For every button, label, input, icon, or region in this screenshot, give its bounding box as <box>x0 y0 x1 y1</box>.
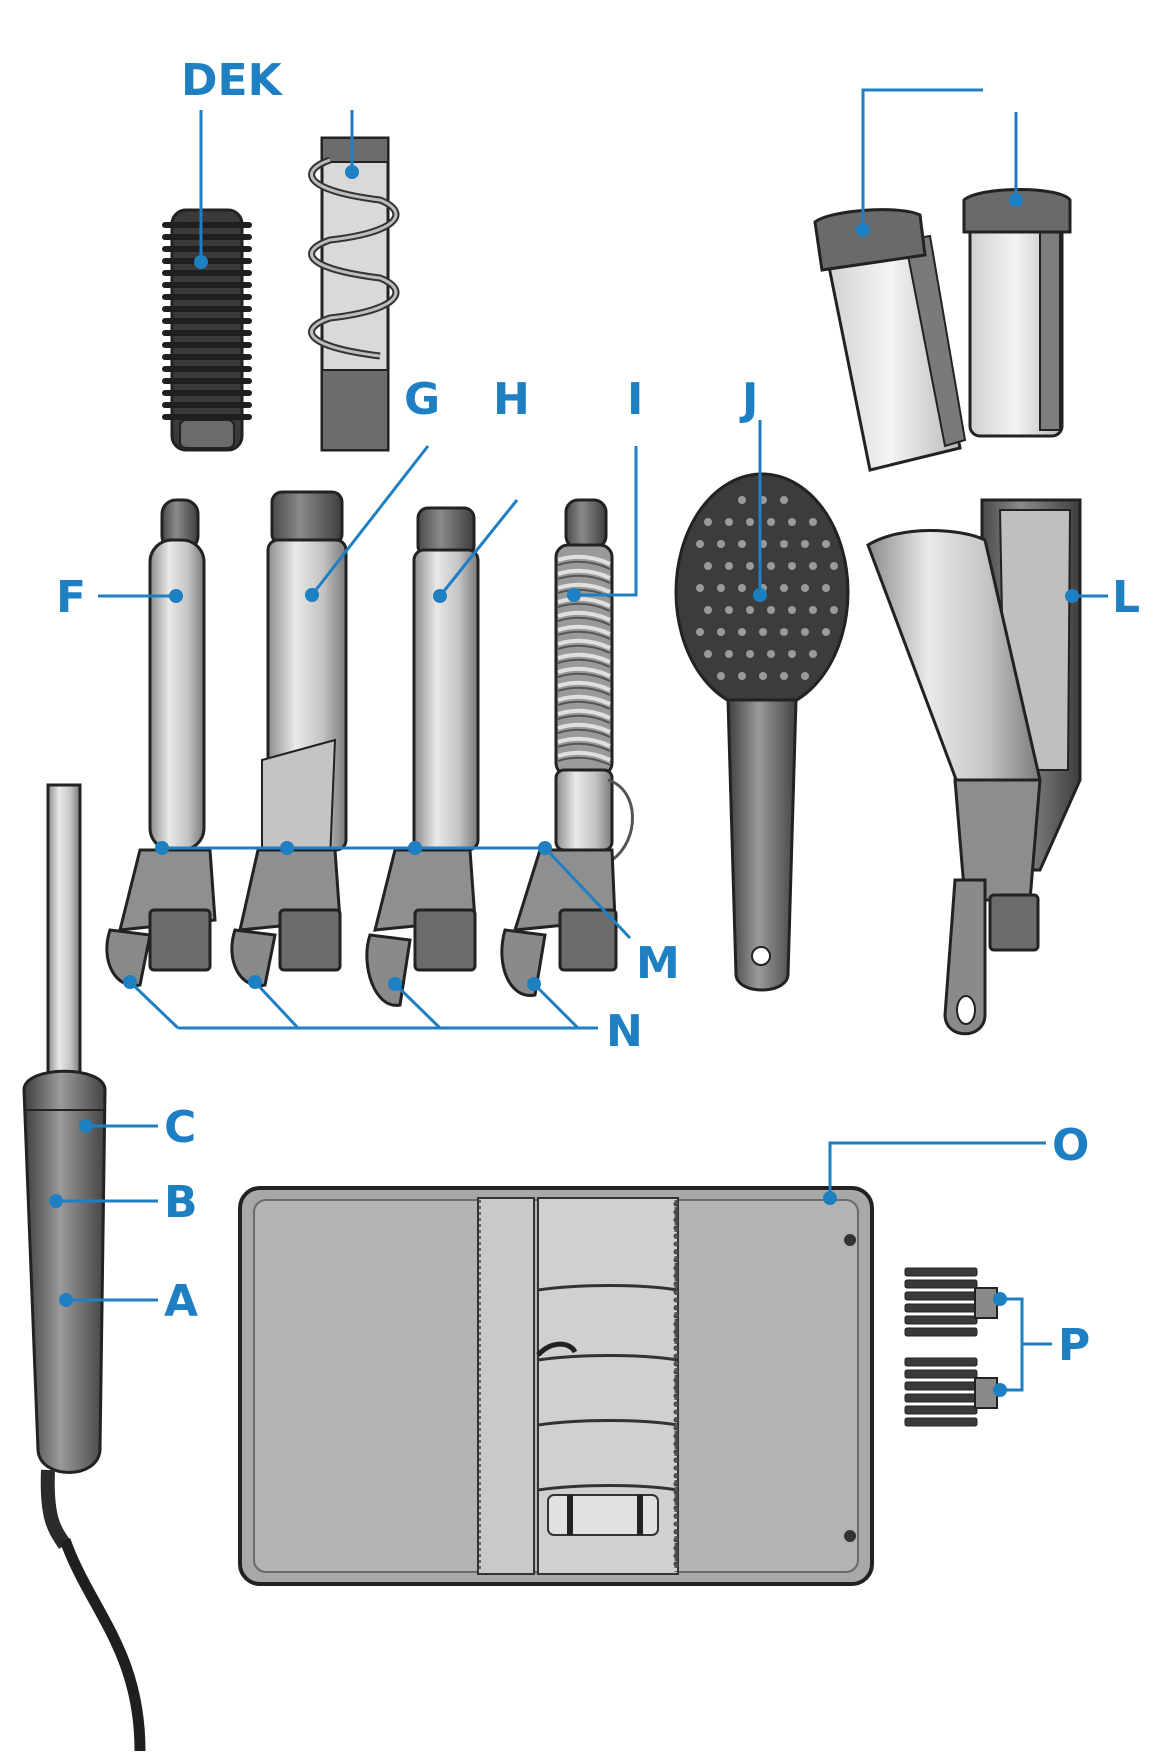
barrel-f <box>105 498 217 987</box>
label-dek: DEK <box>181 55 284 106</box>
plate-attachment-right <box>962 188 1072 438</box>
plate-attachment-left <box>813 208 967 472</box>
label-h: H <box>493 374 530 425</box>
label-l: L <box>1112 572 1140 623</box>
leader-dots <box>49 165 1079 1397</box>
label-f: F <box>56 572 86 623</box>
clip-accessories <box>904 1267 998 1427</box>
label-b: B <box>164 1177 198 1228</box>
main-handle <box>22 783 146 1752</box>
label-j: J <box>739 374 758 425</box>
barrel-g <box>230 490 348 987</box>
label-i: I <box>627 374 643 425</box>
barrel-h <box>365 506 480 1007</box>
label-o: O <box>1052 1120 1089 1171</box>
label-m: M <box>636 938 680 989</box>
label-a: A <box>164 1276 198 1327</box>
label-p: P <box>1058 1320 1090 1371</box>
crimper <box>866 498 1082 1036</box>
label-c: C <box>164 1102 196 1153</box>
spiral-attachment <box>308 136 400 452</box>
paddle-brush <box>674 472 850 992</box>
storage-case <box>238 1186 874 1586</box>
label-g: G <box>404 374 440 425</box>
label-n: N <box>606 1006 643 1057</box>
barrel-i <box>500 498 634 997</box>
leader-lines <box>56 88 1108 1392</box>
brush-attachment <box>162 208 252 452</box>
